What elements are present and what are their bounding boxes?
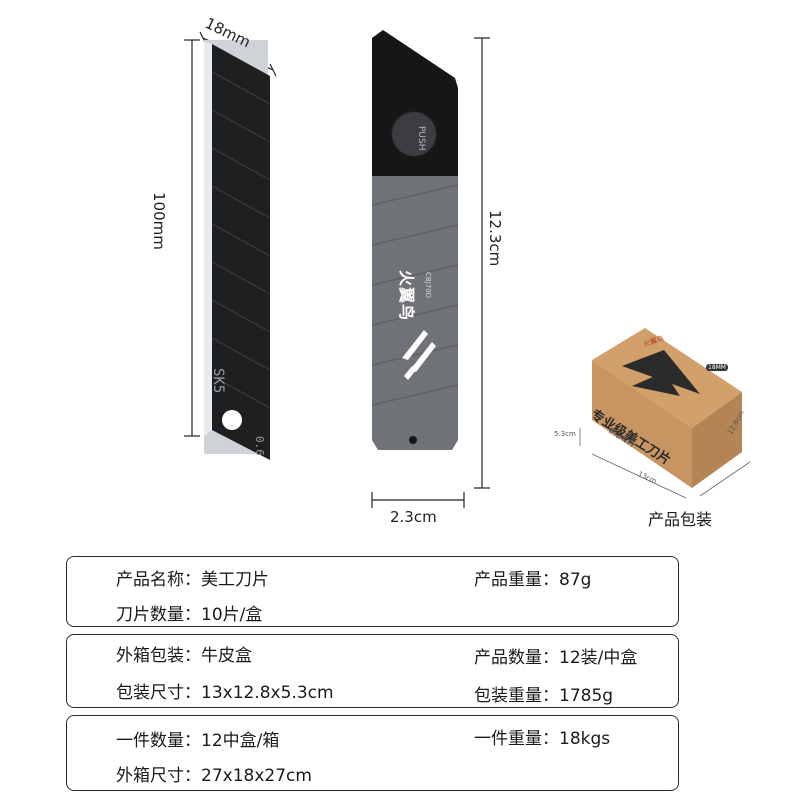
handle-length-dimension	[474, 37, 490, 489]
spec-box-basic	[66, 556, 679, 627]
handle-hole	[409, 436, 417, 444]
handle-logo-text: 火翼鸟	[397, 270, 416, 322]
blade-hole	[222, 410, 242, 430]
handle-length-label: 12.3cm	[486, 210, 504, 267]
blade-length-dimension	[184, 39, 200, 437]
spec-unit-weight: 一件重量：18kgs	[474, 729, 611, 749]
box-height-label: 5.3cm	[554, 430, 576, 438]
spec-package-size: 包装尺寸：13x12.8x5.3cm	[116, 683, 334, 703]
handle-width-label: 2.3cm	[390, 508, 437, 526]
spec-outer-packaging: 外箱包装：牛皮盒	[116, 646, 252, 666]
handle-width-dimension	[371, 492, 465, 508]
handle-logo-sub: CBJ70D	[424, 272, 432, 299]
spec-box-packaging	[66, 634, 679, 708]
blade-length-label: 100mm	[150, 192, 168, 250]
spec-product-name: 产品名称：美工刀片	[116, 570, 269, 590]
blade-steel-mark: SK5	[210, 368, 226, 394]
product-illustration	[184, 30, 751, 508]
spec-unit-quantity: 一件数量：12中盒/箱	[116, 731, 280, 751]
package-box	[579, 328, 751, 499]
spec-package-weight: 包装重量：1785g	[474, 686, 614, 706]
knife-handle	[371, 30, 459, 450]
blade-thickness-mark: 0.6	[253, 436, 266, 456]
spec-box-shipping	[66, 715, 679, 791]
blade	[204, 40, 271, 460]
box-badge: 18MM	[706, 364, 728, 371]
spec-product-quantity: 产品数量：12装/中盒	[474, 648, 638, 668]
spec-blade-count: 刀片数量：10片/盒	[116, 605, 263, 625]
spec-outer-box-size: 外箱尺寸：27x18x27cm	[116, 766, 312, 786]
box-caption: 产品包装	[648, 510, 713, 529]
brand-logo-icon	[402, 330, 436, 380]
button-mark: PUSH	[416, 126, 426, 151]
spec-product-weight: 产品重量：87g	[474, 570, 592, 590]
slider-button	[390, 110, 438, 158]
